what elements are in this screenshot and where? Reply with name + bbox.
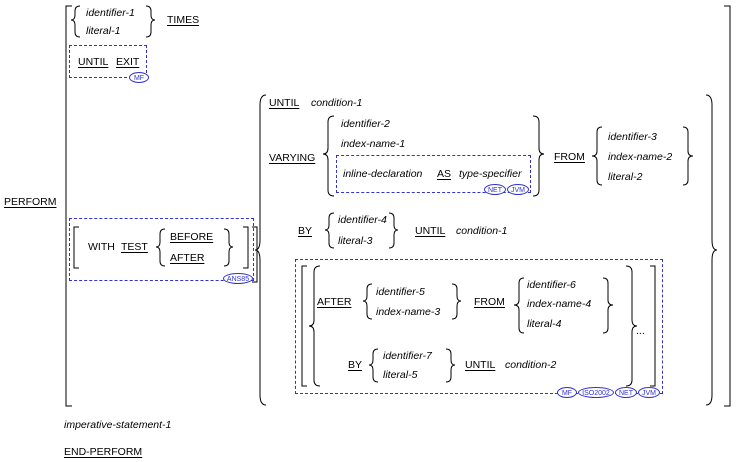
brace-times-right — [145, 5, 156, 38]
brace-from-right — [682, 126, 694, 186]
brace-by-left — [324, 212, 335, 249]
before-keyword: BEFORE — [170, 231, 214, 243]
literal-4-label: literal-4 — [527, 318, 562, 330]
literal-5-label: literal-5 — [383, 369, 418, 381]
brace-times-left — [70, 5, 81, 38]
index-name-3-label: index-name-3 — [376, 306, 441, 318]
brace-from-left — [591, 126, 603, 186]
bracket-with-right — [243, 226, 249, 269]
jvm-badge-after: JVM — [638, 387, 660, 398]
inline-declaration-box — [336, 155, 531, 193]
index-name-1-label: index-name-1 — [341, 138, 406, 150]
brace-varying-right — [532, 115, 545, 197]
bracket-after-left — [301, 265, 307, 387]
by-condition-1-label: condition-1 — [456, 225, 508, 237]
outer-bracket-right — [724, 5, 731, 407]
identifier-5-label: identifier-5 — [376, 286, 425, 298]
brace-after-id-right — [451, 283, 462, 320]
brace-after-id-left — [362, 283, 373, 320]
brace-after-block-right — [625, 265, 638, 387]
with-keyword: WITH — [88, 241, 115, 253]
varying-keyword: VARYING — [269, 152, 316, 164]
brace-options-left — [254, 94, 267, 406]
ansi85-badge: ANS85 — [223, 273, 253, 284]
brace-after-by-left — [368, 348, 379, 383]
brace-varying-left — [322, 115, 335, 197]
as-keyword: AS — [437, 168, 452, 180]
identifier-7-label: identifier-7 — [383, 350, 432, 362]
brace-before-after-right — [223, 228, 234, 267]
net-badge-inline: NET — [484, 184, 506, 195]
bracket-with-left — [73, 226, 79, 269]
bracket-test-right — [252, 226, 258, 283]
net-badge-after: NET — [615, 387, 637, 398]
test-keyword: TEST — [121, 241, 148, 253]
mf-badge-exit: MF — [129, 72, 149, 83]
perform-keyword: PERFORM — [4, 196, 57, 208]
brace-before-after-left — [155, 228, 166, 267]
brace-after-block-left — [308, 265, 321, 387]
identifier-4-label: identifier-4 — [338, 214, 387, 226]
literal-2-label: literal-2 — [608, 171, 643, 183]
identifier-1-label: identifier-1 — [86, 7, 135, 19]
identifier-3-label: identifier-3 — [608, 131, 657, 143]
exit-keyword: EXIT — [116, 56, 140, 68]
after-keyword-test: AFTER — [170, 252, 205, 264]
after-from-keyword: FROM — [474, 296, 505, 308]
outer-bracket-left — [65, 5, 72, 407]
jvm-badge-inline: JVM — [507, 184, 529, 195]
condition-2-label: condition-2 — [505, 359, 557, 371]
index-name-4-label: index-name-4 — [527, 298, 592, 310]
brace-after-by-right — [445, 348, 456, 383]
until-keyword: UNTIL — [269, 97, 300, 109]
brace-after-from-right — [602, 277, 614, 334]
times-keyword: TIMES — [167, 14, 200, 26]
after-keyword: AFTER — [317, 296, 352, 308]
brace-after-from-left — [513, 277, 525, 334]
by-until-keyword: UNTIL — [415, 225, 446, 237]
end-perform-keyword: END-PERFORM — [64, 446, 143, 458]
until-exit-box — [69, 45, 147, 78]
identifier-2-label: identifier-2 — [341, 118, 390, 130]
mf-badge-after: MF — [557, 387, 577, 398]
after-until-keyword: UNTIL — [465, 359, 496, 371]
inline-declaration-label: inline-declaration — [343, 168, 423, 180]
condition-1-label: condition-1 — [311, 97, 363, 109]
type-specifier-label: type-specifier — [459, 168, 522, 180]
until-exit-until-keyword: UNTIL — [78, 56, 109, 68]
iso2002-badge: ISO2002 — [578, 387, 614, 398]
index-name-2-label: index-name-2 — [608, 151, 673, 163]
brace-by-right — [388, 212, 399, 249]
from-keyword: FROM — [554, 151, 585, 163]
ellipsis: ... — [636, 325, 645, 337]
bracket-after-right — [650, 265, 656, 387]
literal-1-label: literal-1 — [86, 25, 121, 37]
imperative-statement-1-label: imperative-statement-1 — [64, 419, 172, 431]
brace-options-right — [705, 94, 718, 406]
after-by-keyword: BY — [348, 359, 363, 371]
literal-3-label: literal-3 — [338, 235, 373, 247]
after-block-box — [295, 259, 663, 394]
by-keyword: BY — [298, 225, 313, 237]
identifier-6-label: identifier-6 — [527, 279, 576, 291]
with-test-box — [69, 218, 254, 281]
